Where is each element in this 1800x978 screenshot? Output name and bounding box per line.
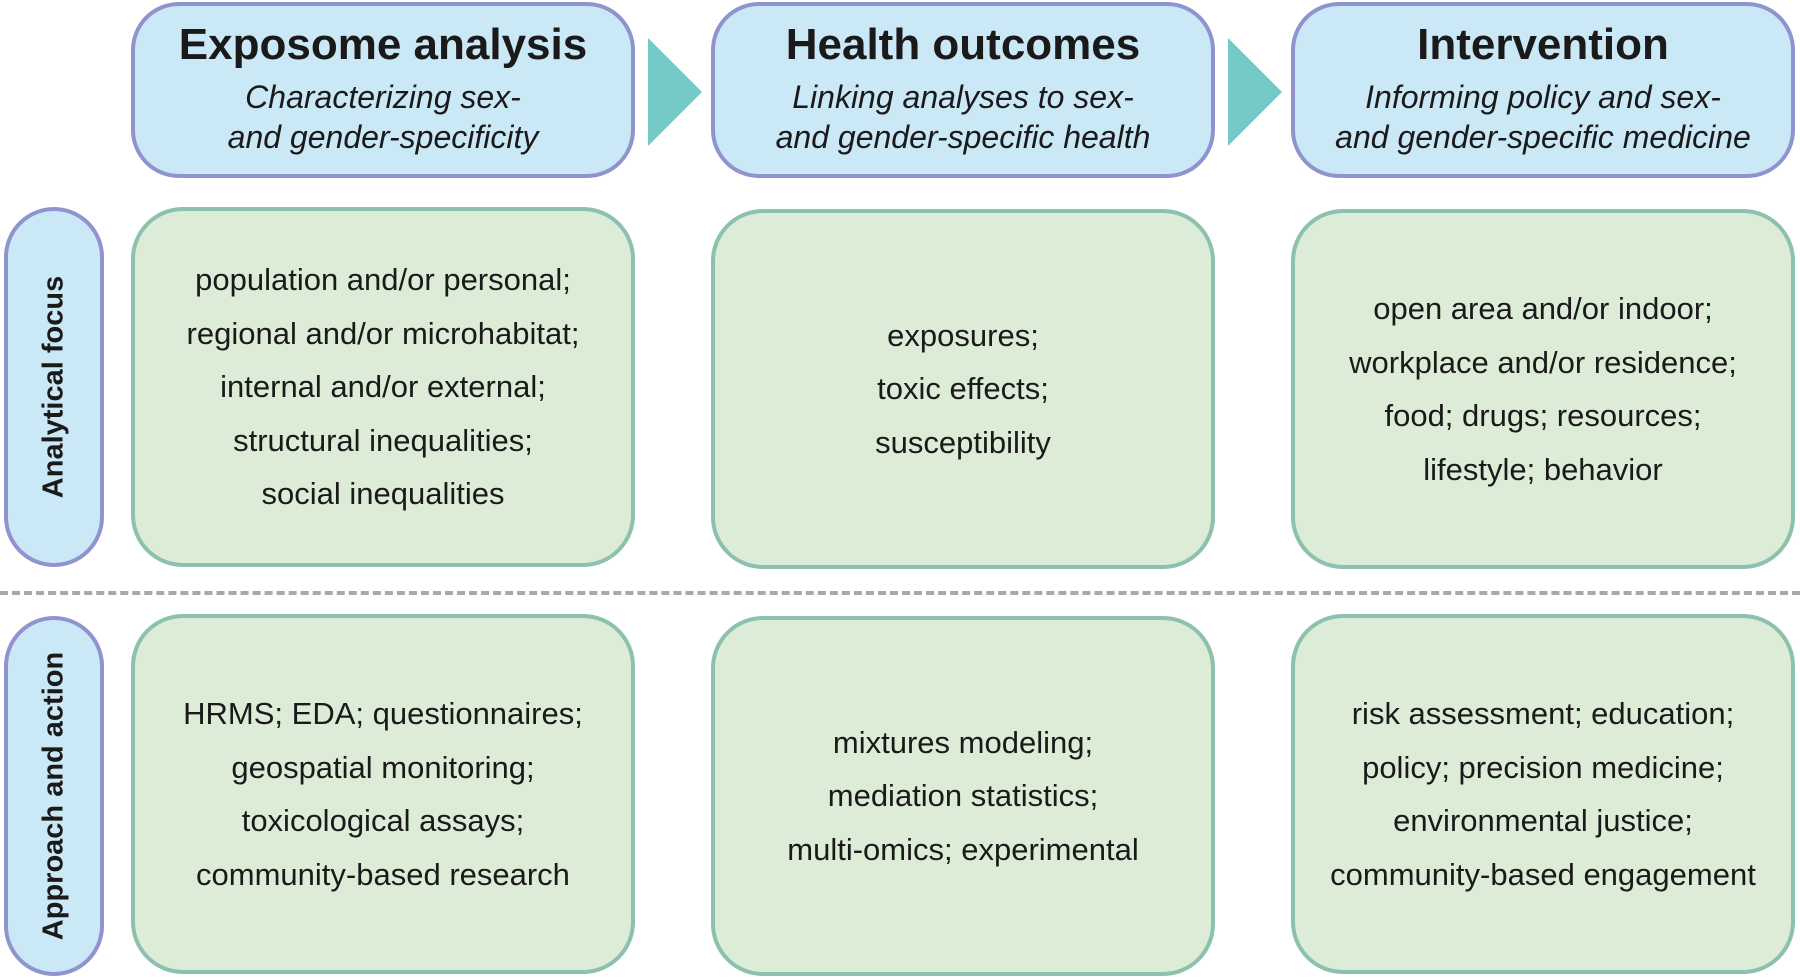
cell-line: workplace and/or residence; [1349,344,1737,380]
column-header-exposome-analysis: Exposome analysis Characterizing sex- an… [131,2,635,178]
row-label-approach-and-action: Approach and action [4,616,104,976]
cell-approach-health: mixtures modeling; mediation statistics;… [711,616,1215,976]
cell-approach-exposome: HRMS; EDA; questionnaires; geospatial mo… [131,614,635,974]
cell-line: toxicological assays; [241,803,525,838]
cell-line: community-based research [196,856,570,892]
cell-line: open area and/or indoor; [1373,291,1713,326]
cell-line: toxic effects; [877,371,1049,407]
cell-line: exposures; [887,317,1039,353]
cell-line: structural inequalities; [233,422,533,458]
column-subtitle-line: Linking analyses to sex- [792,79,1134,115]
flow-arrow-1 [648,38,702,146]
column-title: Intervention [1417,20,1669,69]
column-title: Exposome analysis [178,20,588,69]
cell-line: internal and/or external; [220,369,546,405]
cell-line: community-based engagement [1330,856,1756,892]
column-subtitle-line: Characterizing sex- [245,79,521,115]
cell-line: HRMS; EDA; questionnaires; [183,696,583,731]
cell-line: mediation statistics; [827,778,1099,814]
row-label-analytical-focus: Analytical focus [4,207,104,567]
cell-line: environmental justice; [1393,803,1693,838]
cell-line: regional and/or microhabitat; [186,315,580,351]
cell-line: geospatial monitoring; [231,749,535,785]
cell-line: social inequalities [261,476,505,512]
column-subtitle-line: and gender-specific health [775,119,1151,155]
cell-analytical-focus-exposome: population and/or personal; regional and… [131,207,635,567]
cell-line: multi-omics; experimental [787,831,1139,867]
cell-line: mixtures modeling; [832,724,1094,760]
cell-line: risk assessment; education; [1351,696,1735,731]
column-subtitle-line: and gender-specific medicine [1335,119,1751,155]
cell-line: policy; precision medicine; [1362,749,1724,785]
section-divider [0,591,1800,595]
cell-line: lifestyle; behavior [1423,451,1663,487]
cell-approach-intervention: risk assessment; education; policy; prec… [1291,614,1795,974]
cell-analytical-focus-intervention: open area and/or indoor; workplace and/o… [1291,209,1795,569]
cell-line: food; drugs; resources; [1384,398,1702,433]
row-label-text: Analytical focus [37,275,70,499]
column-title: Health outcomes [785,20,1141,69]
column-header-health-outcomes: Health outcomes Linking analyses to sex-… [711,2,1215,178]
flow-arrow-2 [1228,38,1282,146]
column-subtitle-line: Informing policy and sex- [1365,79,1721,115]
cell-line: susceptibility [875,424,1051,460]
cell-line: population and/or personal; [195,262,571,298]
column-subtitle-line: and gender-specificity [227,119,539,155]
cell-analytical-focus-health: exposures; toxic effects; susceptibility [711,209,1215,569]
row-label-text: Approach and action [37,651,70,941]
column-header-intervention: Intervention Informing policy and sex- a… [1291,2,1795,178]
